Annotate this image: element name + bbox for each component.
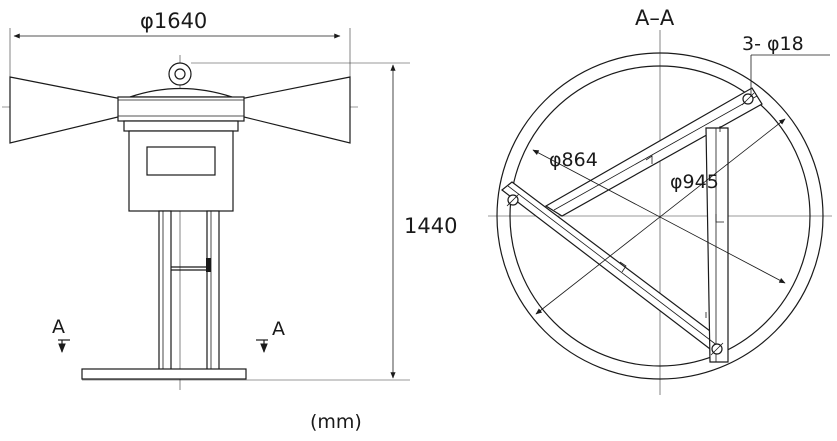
height-dimension-label: 1440 — [404, 214, 457, 238]
section-view: A–A — [488, 6, 832, 395]
section-mark-right-letter: A — [272, 318, 285, 340]
section-title: A–A — [635, 6, 675, 30]
left-horn — [9, 76, 123, 144]
bolt-hole-top — [741, 92, 755, 106]
outer-dia-dimension-line — [535, 118, 786, 315]
bolt-hole-bottom — [710, 342, 724, 356]
head-band — [117, 96, 245, 122]
inner-circle — [509, 65, 811, 367]
lifting-ring-inner — [174, 68, 186, 80]
units-label: (mm) — [310, 411, 362, 433]
body-window — [146, 146, 216, 176]
outer-circle — [496, 52, 824, 380]
leg-right — [206, 210, 220, 376]
right-horn — [239, 76, 351, 144]
brace-clip — [206, 258, 211, 272]
base-plate — [81, 368, 247, 380]
hole-dimension-label: 3- φ18 — [742, 33, 804, 55]
inner-dia-label: φ864 — [549, 149, 598, 171]
bolt-hole-left — [506, 193, 520, 207]
section-mark-left-letter: A — [52, 316, 65, 338]
leg-left — [158, 210, 172, 376]
outer-dia-label: φ945 — [670, 171, 719, 193]
lifting-ring-outer — [168, 62, 192, 86]
width-dimension-label: φ1640 — [140, 9, 207, 33]
frame-member-lower — [501, 181, 723, 353]
neck — [123, 120, 239, 132]
frame-member-right — [705, 127, 729, 363]
side-view: φ1640 1440 A — [2, 9, 457, 390]
dome-cap — [129, 87, 233, 98]
